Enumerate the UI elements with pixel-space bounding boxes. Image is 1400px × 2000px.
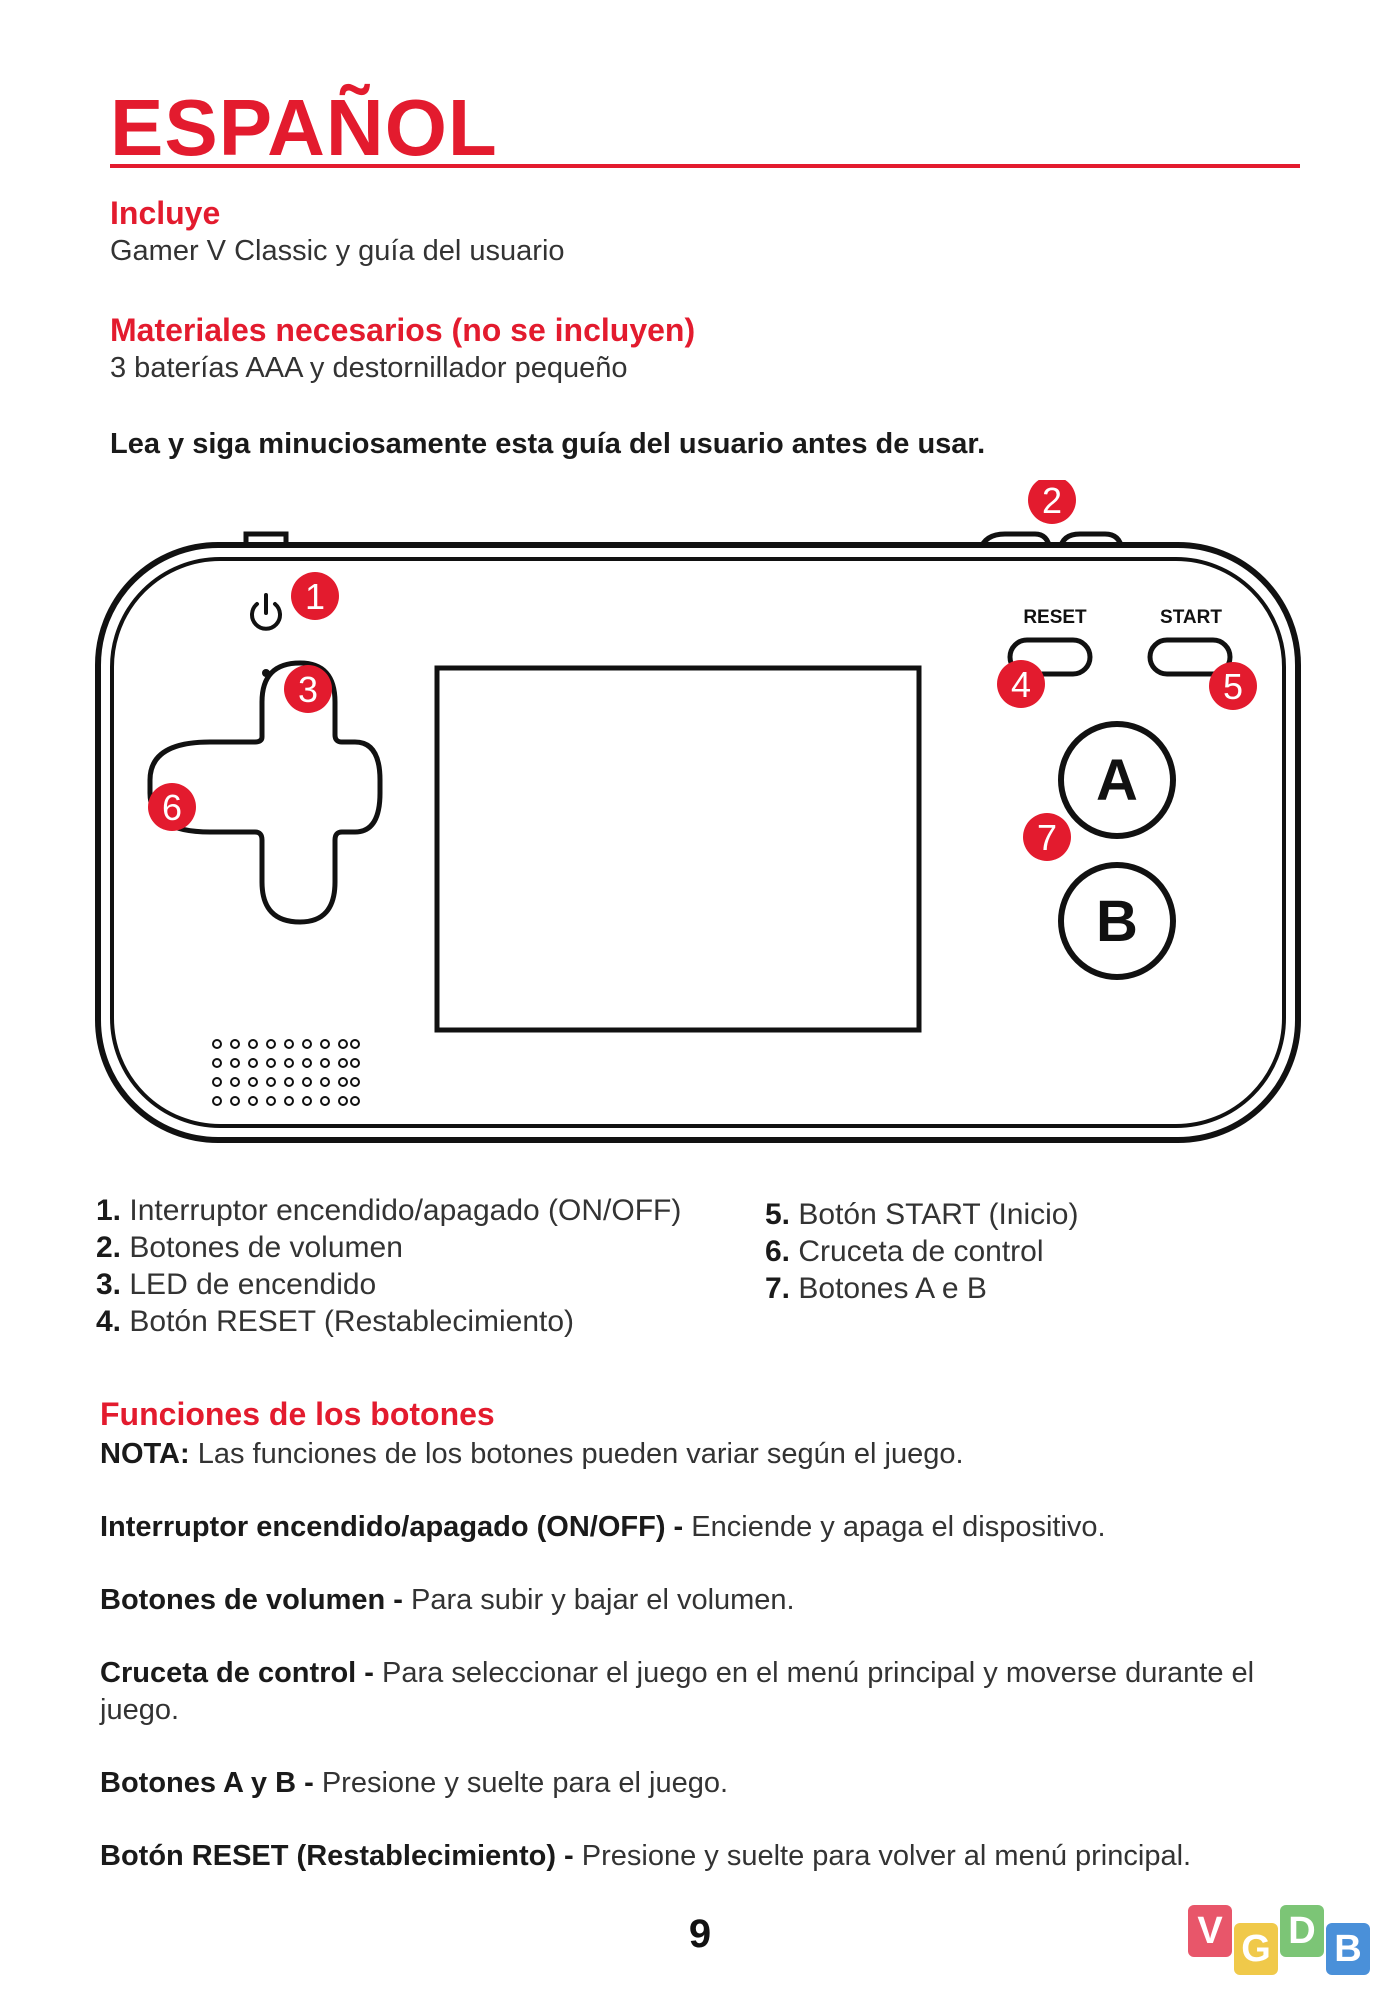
callout-7: 7 <box>1023 813 1071 861</box>
callout-5: 5 <box>1209 662 1257 710</box>
screen <box>434 665 922 1033</box>
device-diagram: RESET START A B 1 2 3 4 5 6 7 <box>95 480 1301 1143</box>
start-button <box>1147 637 1233 677</box>
dpad <box>147 660 383 925</box>
reset-label: RESET <box>1023 607 1087 628</box>
list-item: 1. Interruptor encendido/apagado (ON/OFF… <box>96 1194 682 1227</box>
function-item-ab: Botones A y B - Presione y suelte para e… <box>100 1767 729 1799</box>
parts-list-left: 1. Interruptor encendido/apagado (ON/OFF… <box>96 1192 681 1340</box>
svg-text:2: 2 <box>1042 480 1062 521</box>
watermark-letter: D <box>1280 1905 1324 1957</box>
functions-note: NOTA: Las funciones de los botones puede… <box>100 1438 964 1470</box>
callout-6: 6 <box>148 783 196 831</box>
device-body-inner <box>110 557 1286 1128</box>
function-item-volume: Botones de volumen - Para subir y bajar … <box>100 1584 795 1616</box>
page-number: 9 <box>688 1912 712 1956</box>
svg-text:7: 7 <box>1037 817 1057 858</box>
start-label: START <box>1160 607 1222 628</box>
callout-1: 1 <box>291 572 339 620</box>
includes-heading: Incluye <box>110 195 221 231</box>
function-item-dpad: Cruceta de control - Para seleccionar el… <box>100 1657 1255 1726</box>
materials-heading: Materiales necesarios (no se incluyen) <box>110 312 696 348</box>
vgdb-watermark-logo: V G D B <box>1188 1905 1388 1980</box>
parts-list-right: 5. Botón START (Inicio) 6. Cruceta de co… <box>765 1196 1078 1307</box>
function-item-power: Interruptor encendido/apagado (ON/OFF) -… <box>100 1511 1106 1543</box>
a-button <box>1058 721 1176 839</box>
watermark-letter: B <box>1326 1923 1370 1975</box>
callout-4: 4 <box>997 660 1045 708</box>
svg-text:3: 3 <box>298 669 318 710</box>
list-item: 3. LED de encendido <box>96 1268 377 1301</box>
functions-heading: Funciones de los botones <box>100 1396 495 1432</box>
callout-2: 2 <box>1028 480 1076 524</box>
volume-down-bump <box>977 531 1053 551</box>
materials-text: 3 baterías AAA y destornillador pequeño <box>110 352 628 384</box>
volume-up-bump <box>1057 531 1125 551</box>
b-button <box>1058 862 1176 980</box>
b-button-label: B <box>1096 889 1138 954</box>
page-title: ESPAÑOL <box>110 83 498 172</box>
svg-text:6: 6 <box>162 787 182 828</box>
title-underline <box>110 164 1300 168</box>
list-item: 2. Botones de volumen <box>96 1231 403 1264</box>
list-item: 4. Botón RESET (Restablecimiento) <box>96 1305 575 1338</box>
watermark-letter: G <box>1234 1923 1278 1975</box>
power-icon <box>250 593 282 631</box>
callout-3: 3 <box>284 665 332 713</box>
speaker-grille <box>212 1039 360 1106</box>
read-notice: Lea y siga minuciosamente esta guía del … <box>110 428 986 460</box>
a-button-label: A <box>1096 748 1138 813</box>
list-item: 5. Botón START (Inicio) <box>765 1198 1079 1231</box>
list-item: 6. Cruceta de control <box>765 1235 1044 1268</box>
function-item-reset: Botón RESET (Restablecimiento) - Presion… <box>100 1840 1192 1872</box>
svg-text:1: 1 <box>305 576 325 617</box>
watermark-letter: V <box>1188 1905 1232 1957</box>
svg-text:4: 4 <box>1011 664 1031 705</box>
includes-text: Gamer V Classic y guía del usuario <box>110 235 565 267</box>
list-item: 7. Botones A e B <box>765 1272 987 1305</box>
svg-text:5: 5 <box>1223 666 1243 707</box>
